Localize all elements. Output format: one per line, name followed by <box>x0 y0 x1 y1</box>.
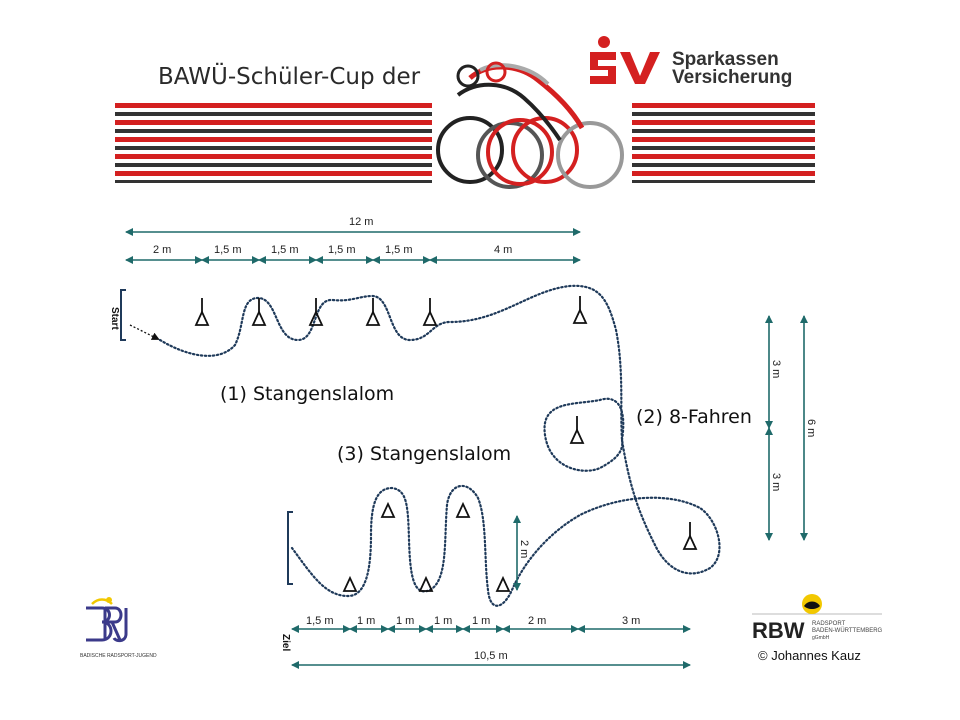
station-3-label: (3) Stangenslalom <box>337 443 511 465</box>
bottom-dimensions: 1,5 m 1 m 1 m 1 m 1 m 2 m 3 m 10,5 m <box>291 615 691 669</box>
dim-total-12m: 12 m <box>349 216 373 228</box>
cone-icon <box>251 298 267 326</box>
rbw-name: RBW <box>752 618 805 643</box>
dim-b-1m-c: 1 m <box>434 615 452 627</box>
cone-icon <box>194 298 210 326</box>
cones-section-1 <box>194 296 588 326</box>
sponsor-line2: Versicherung <box>672 67 792 88</box>
start-marker: Start <box>109 289 160 341</box>
dim-b-1-5m: 1,5 m <box>306 615 334 627</box>
header-title: BAWÜ-Schüler-Cup der <box>158 62 421 90</box>
brj-caption: BADISCHE RADSPORT-JUGEND <box>80 653 157 659</box>
cone-icon <box>495 575 511 592</box>
cone-icon <box>308 298 324 326</box>
cones-section-3 <box>342 501 511 592</box>
finish-marker: Ziel <box>280 511 293 651</box>
cone-icon <box>455 501 471 518</box>
finish-label: Ziel <box>280 634 291 651</box>
credit-text: © Johannes Kauz <box>758 648 861 663</box>
top-dimensions: 12 m 2 m 1,5 m 1,5 m 1,5 m 1,5 m 4 m <box>125 216 581 264</box>
dim-1-5m-c: 1,5 m <box>328 244 356 256</box>
dim-b-total: 10,5 m <box>474 650 508 662</box>
dim-b-1m-b: 1 m <box>396 615 414 627</box>
cone-icon <box>418 575 434 592</box>
dim-6m: 6 m <box>805 419 817 437</box>
slalom-height-dimension: 2 m <box>513 515 530 591</box>
rbw-logo: RBW RADSPORT BADEN-WÜRTTEMBERG gGmbH <box>752 594 883 643</box>
course-path <box>158 284 721 607</box>
dim-2m: 2 m <box>153 244 171 256</box>
cone-icon <box>572 296 588 324</box>
cones-section-2 <box>569 416 698 550</box>
cone-icon <box>569 416 585 444</box>
station-2-label: (2) 8-Fahren <box>636 406 752 428</box>
header-banner: BAWÜ-Schüler-Cup der Sparkassen Versiche… <box>115 36 815 189</box>
cone-icon <box>380 501 396 518</box>
rbw-sub1: RADSPORT <box>812 621 846 627</box>
sv-logo-mark <box>590 36 660 84</box>
dim-3m-lower: 3 m <box>770 473 782 491</box>
cone-icon <box>682 522 698 550</box>
figure8-loop <box>543 397 625 472</box>
dim-b-3m: 3 m <box>622 615 640 627</box>
brj-logo: BADISCHE RADSPORT-JUGEND <box>80 597 157 659</box>
dim-1-5m-b: 1,5 m <box>271 244 299 256</box>
sponsor-line1: Sparkassen <box>672 49 779 70</box>
station-1-label: (1) Stangenslalom <box>220 383 394 405</box>
start-label: Start <box>109 307 120 330</box>
rbw-sub3: gGmbH <box>812 635 830 641</box>
dim-1-5m-a: 1,5 m <box>214 244 242 256</box>
dim-b-2m: 2 m <box>528 615 546 627</box>
cone-icon <box>342 575 358 592</box>
dim-1-5m-d: 1,5 m <box>385 244 413 256</box>
dim-2m-height: 2 m <box>518 540 530 558</box>
cone-icon <box>365 298 381 326</box>
cone-icon <box>422 298 438 326</box>
right-dimensions: 3 m 3 m 6 m <box>765 315 817 541</box>
dim-b-1m-a: 1 m <box>357 615 375 627</box>
dim-4m: 4 m <box>494 244 512 256</box>
rbw-sub2: BADEN-WÜRTTEMBERG <box>812 627 883 634</box>
dim-3m-upper: 3 m <box>770 360 782 378</box>
dim-b-1m-d: 1 m <box>472 615 490 627</box>
